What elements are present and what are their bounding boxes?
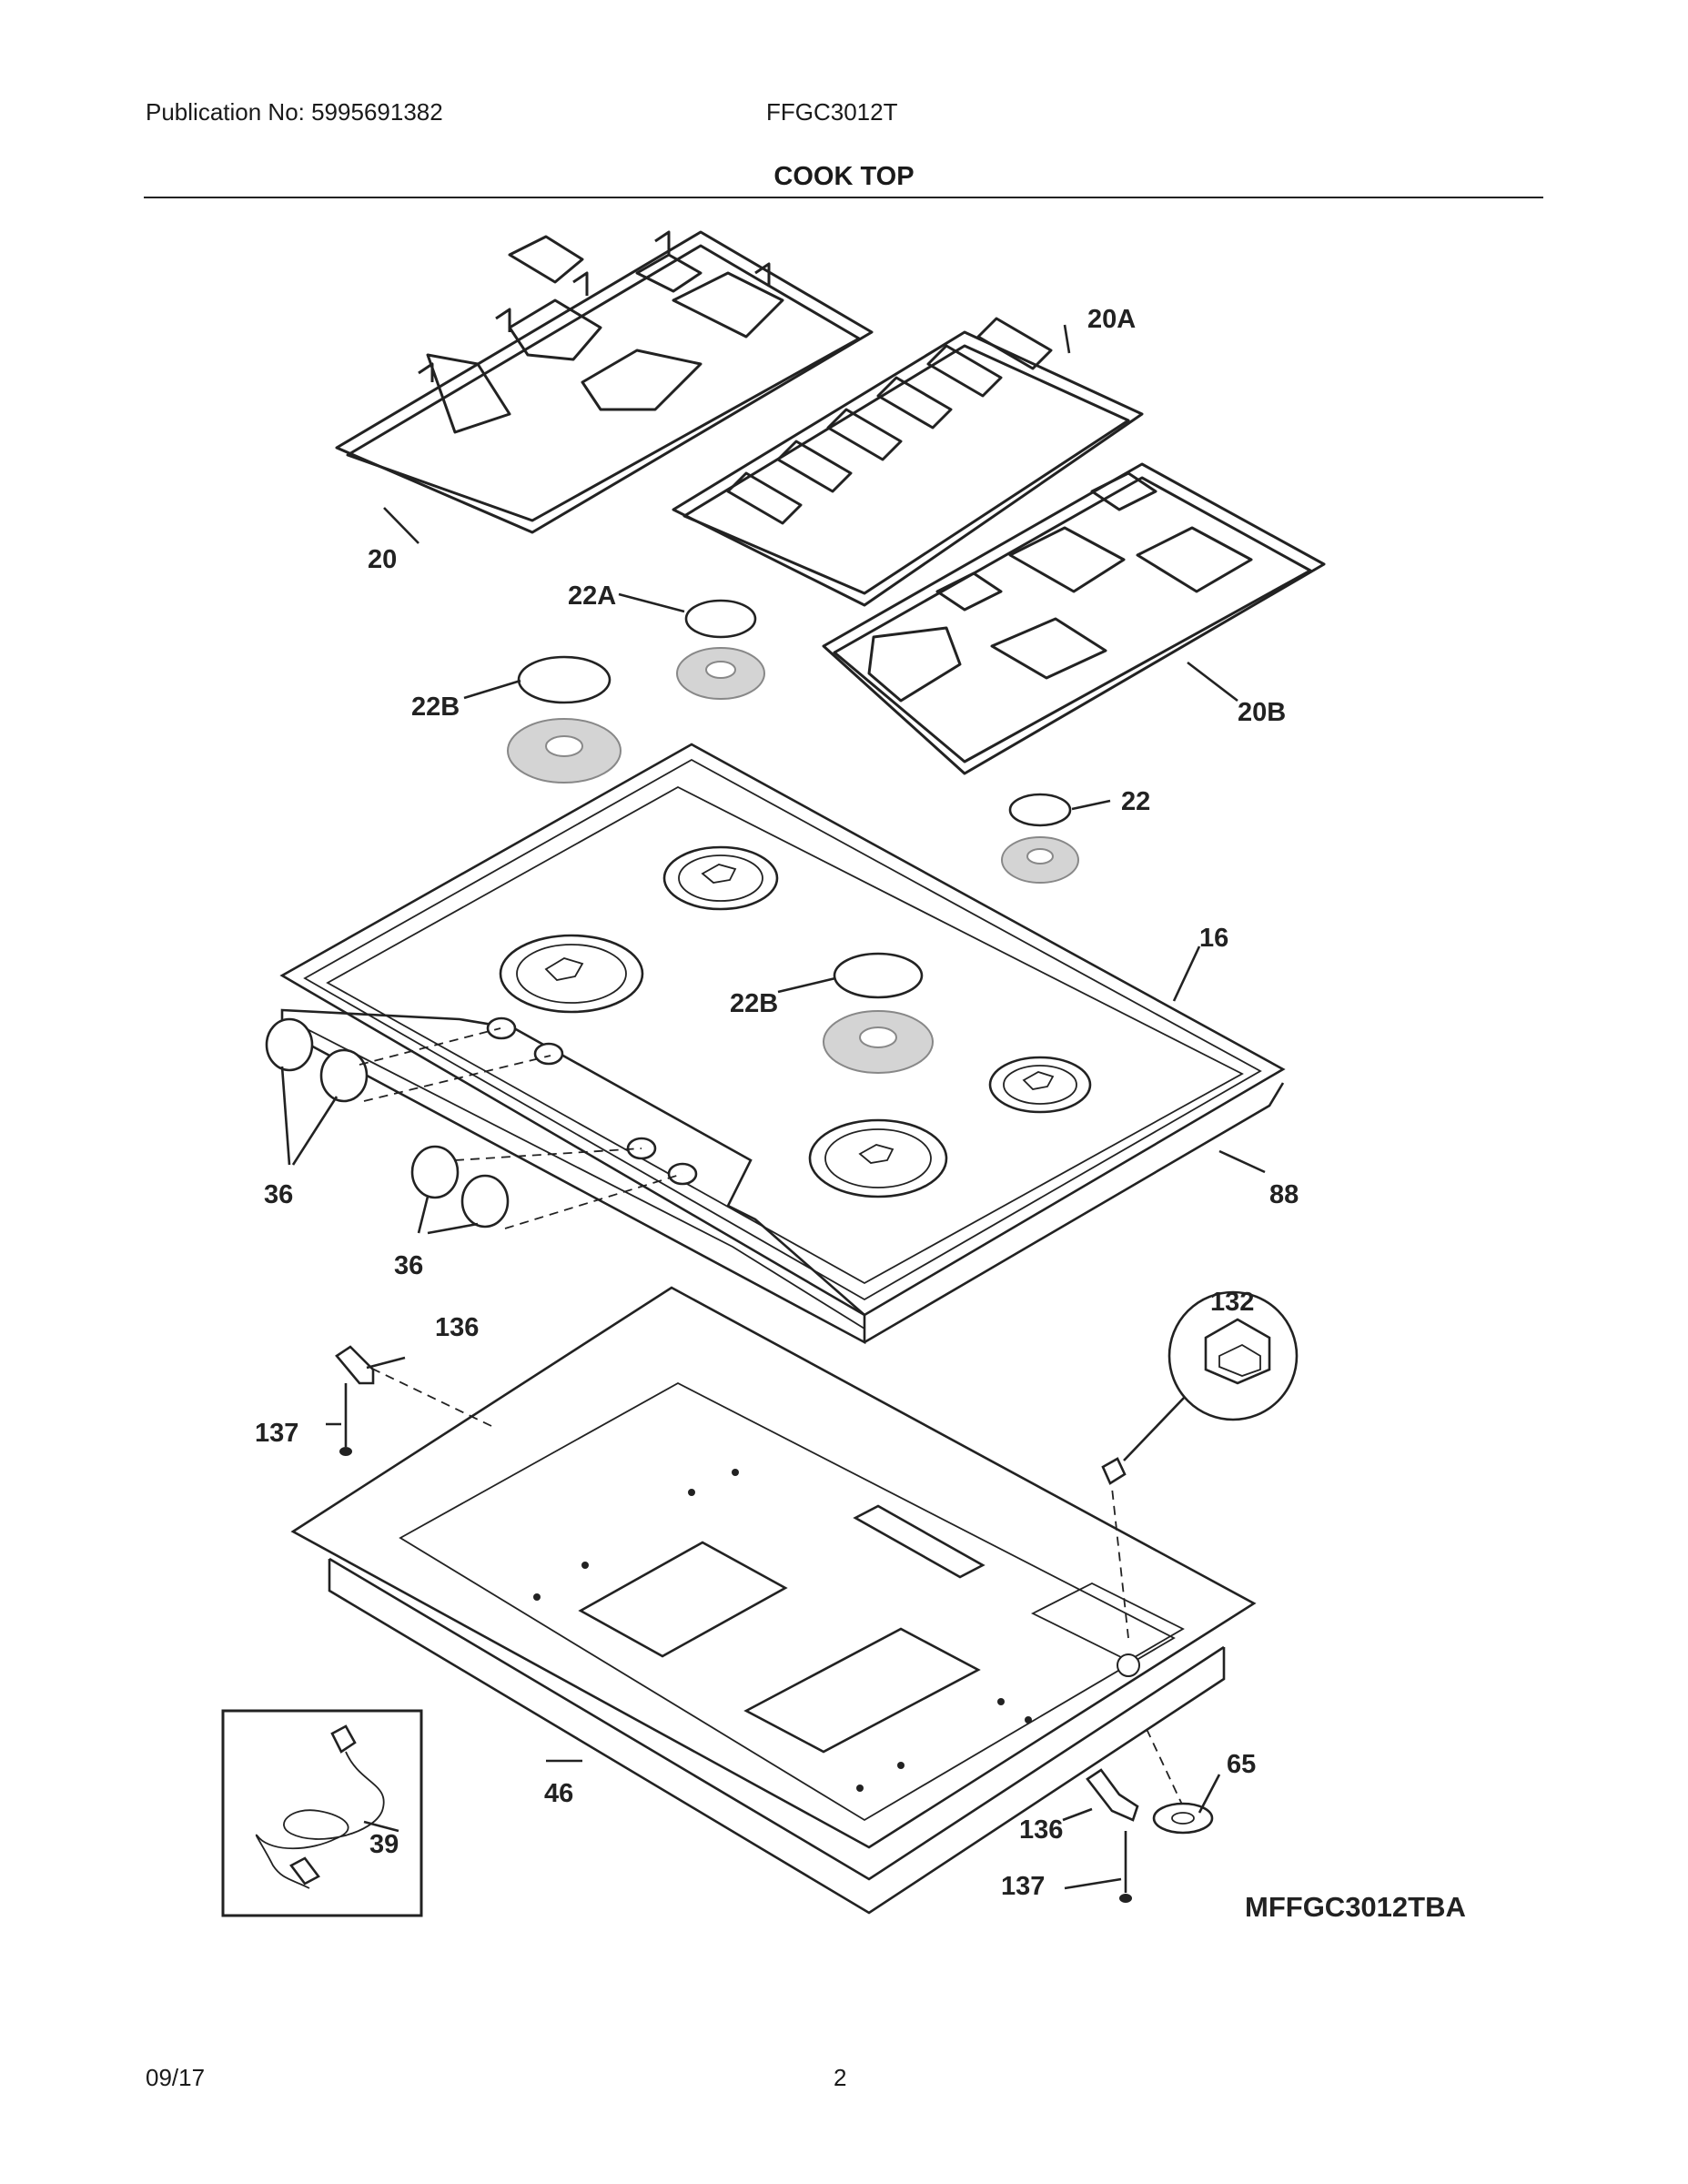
label-136-bottom: 136 xyxy=(1019,1815,1063,1845)
footer-date: 09/17 xyxy=(146,2064,206,2091)
bracket-136-top xyxy=(335,1345,375,1385)
page-number: 2 xyxy=(834,2064,847,2091)
label-16: 16 xyxy=(1199,924,1228,953)
screw-137-top xyxy=(339,1383,352,1456)
burner-22b-left xyxy=(507,655,622,784)
label-132: 132 xyxy=(1210,1288,1254,1317)
label-39: 39 xyxy=(369,1830,399,1859)
label-137-top: 137 xyxy=(255,1419,298,1448)
burner-22b-center xyxy=(823,952,934,1074)
knobs-36 xyxy=(265,1017,683,1229)
label-22b-center: 22B xyxy=(730,989,778,1018)
label-20a: 20A xyxy=(1087,305,1136,334)
label-88: 88 xyxy=(1269,1180,1299,1209)
label-22: 22 xyxy=(1121,787,1150,816)
page-title: COOK TOP xyxy=(773,162,915,191)
label-36-a: 36 xyxy=(264,1180,293,1209)
label-137-bottom: 137 xyxy=(1001,1872,1045,1901)
label-20: 20 xyxy=(368,545,397,574)
label-36-b: 36 xyxy=(394,1251,423,1280)
label-136-top: 136 xyxy=(435,1313,479,1342)
label-22a: 22A xyxy=(568,581,616,611)
label-20b: 20B xyxy=(1238,698,1286,727)
power-cord-inset xyxy=(221,1709,423,1917)
screw-137-bottom xyxy=(1119,1831,1132,1903)
label-65: 65 xyxy=(1227,1750,1256,1779)
cooktop-panel xyxy=(279,743,1286,1317)
grommet-65 xyxy=(1152,1802,1214,1835)
bracket-136-bottom xyxy=(1086,1768,1139,1822)
publication-number: Publication No: 5995691382 xyxy=(146,98,443,126)
grate-left xyxy=(335,230,874,534)
model-number: FFGC3012T xyxy=(766,98,898,126)
diagram-code: MFFGC3012TBA xyxy=(1245,1891,1466,1923)
leader-lines xyxy=(280,324,1266,1890)
burner-box xyxy=(290,1286,1257,1915)
burner-22a xyxy=(676,599,765,700)
burner-22 xyxy=(1001,793,1079,884)
label-22b-left: 22B xyxy=(411,693,460,722)
header-divider xyxy=(144,197,1543,198)
label-46: 46 xyxy=(544,1779,573,1808)
igniter-132 xyxy=(1101,1290,1299,1485)
grate-right xyxy=(822,462,1326,775)
grate-center xyxy=(672,317,1144,607)
